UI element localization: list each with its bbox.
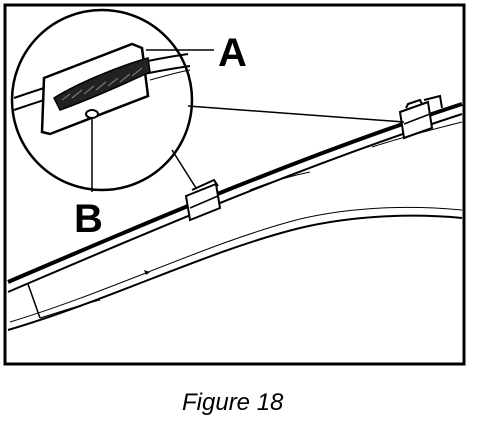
clip-right <box>398 94 443 140</box>
detail-hole-b <box>85 109 99 119</box>
clip-middle <box>184 178 222 222</box>
figure-caption: Figure 18 <box>182 389 284 416</box>
fender-edge-line <box>249 171 311 191</box>
leader-to-middle-clip <box>171 149 197 189</box>
figure-frame <box>3 3 466 366</box>
body-curve-inner <box>9 206 463 323</box>
body-mark <box>144 270 150 275</box>
moulding-panel-line <box>39 299 101 319</box>
leader-to-right-clip <box>187 105 405 123</box>
moulding-end <box>27 283 41 319</box>
detail-tab-a <box>53 57 151 111</box>
label-b: B <box>74 197 103 241</box>
label-a: A <box>218 31 247 75</box>
